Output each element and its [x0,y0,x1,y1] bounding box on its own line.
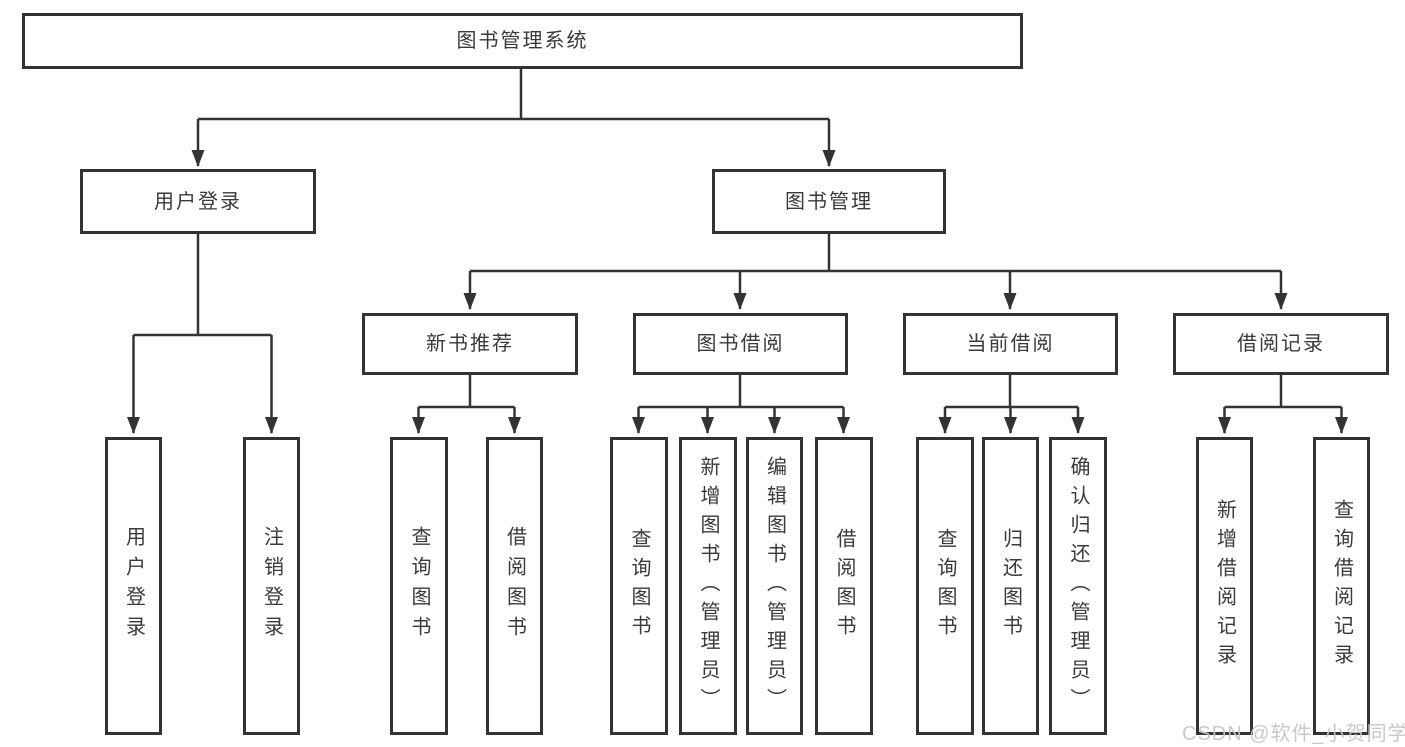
leaf-query-books-current: 查询图书 [916,437,974,735]
leaf-add-books-admin: 新增图书（管理员） [679,437,737,735]
leaf-add-borrow-record: 新增借阅记录 [1196,437,1253,735]
leaf-borrow-books-recommend: 借阅图书 [486,437,543,735]
node-library-management-system: 图书管理系统 [22,13,1023,69]
leaf-query-books-recommend: 查询图书 [390,437,448,735]
node-book-management: 图书管理 [712,169,946,234]
csdn-watermark: CSDN @软件_小贺同学 [1182,723,1405,745]
leaf-borrow-books: 借阅图书 [815,437,873,735]
leaf-confirm-return-admin: 确认归还（管理员） [1049,437,1107,735]
leaf-user-login: 用户登录 [105,437,162,735]
leaf-logout: 注销登录 [243,437,300,735]
node-book-borrowing: 图书借阅 [633,313,848,375]
node-borrowing-records: 借阅记录 [1173,313,1389,375]
node-new-book-recommendation: 新书推荐 [362,313,578,375]
node-current-borrowing: 当前借阅 [903,313,1118,375]
leaf-return-books: 归还图书 [982,437,1039,735]
leaf-query-books-borrow: 查询图书 [610,437,668,735]
leaf-edit-books-admin: 编辑图书（管理员） [746,437,803,735]
node-user-login: 用户登录 [80,169,316,234]
leaf-query-borrow-record: 查询借阅记录 [1313,437,1370,735]
